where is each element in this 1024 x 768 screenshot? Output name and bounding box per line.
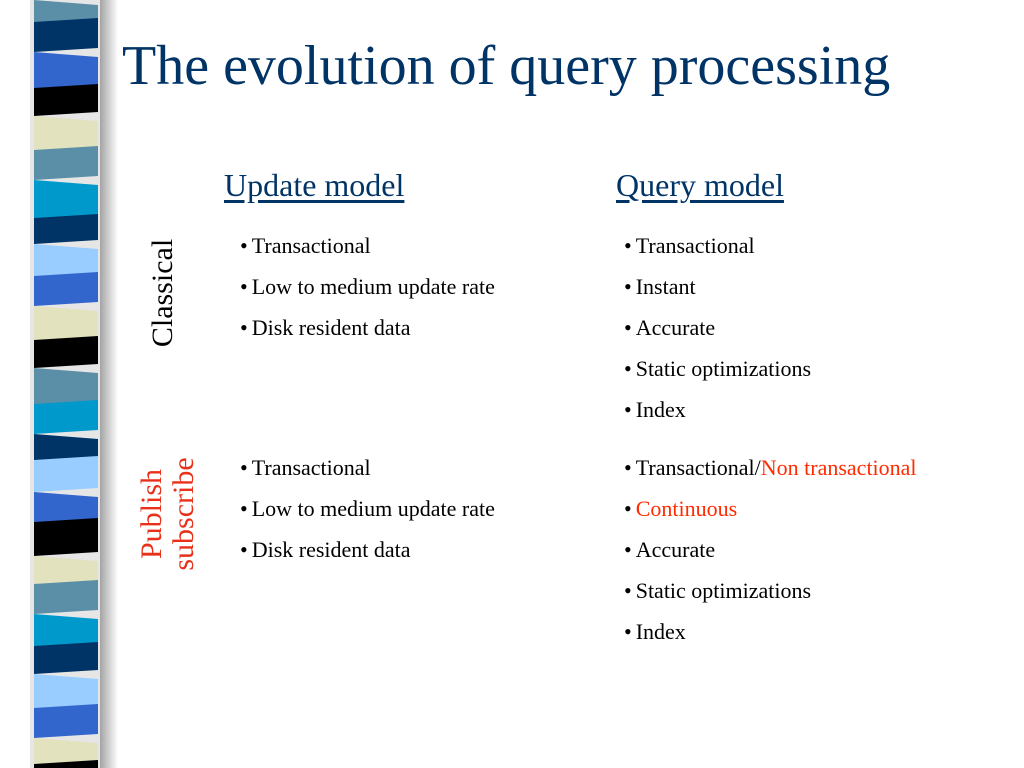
stripe-segment bbox=[34, 146, 98, 180]
classical-row-label: Classical bbox=[146, 238, 179, 348]
stripe-segment bbox=[34, 116, 98, 155]
stripe-segment bbox=[34, 272, 98, 306]
list-item: •Accurate bbox=[624, 537, 716, 562]
stripe-segment bbox=[34, 738, 98, 768]
publish-subscribe-row-label: Publish subscribe bbox=[123, 414, 213, 614]
stripe-pattern bbox=[34, 0, 98, 768]
stripe-segment bbox=[34, 556, 98, 589]
pubsub-query-list: •Transactional/Non transactional •Contin… bbox=[624, 447, 917, 652]
stripe-segment bbox=[34, 214, 98, 244]
list-item: •Transactional bbox=[240, 455, 371, 480]
stripe-segment bbox=[34, 400, 98, 434]
query-model-header: Query model bbox=[616, 167, 784, 203]
list-item: •Low to medium update rate bbox=[240, 274, 495, 299]
stripe-segment bbox=[34, 518, 98, 556]
list-item: •Transactional bbox=[624, 233, 755, 258]
stripe-segment bbox=[34, 306, 98, 345]
stripe-segment bbox=[34, 456, 98, 492]
list-item: •Static optimizations bbox=[624, 356, 812, 381]
stripe-segment bbox=[34, 180, 98, 223]
list-item: •Accurate bbox=[624, 315, 716, 340]
list-item: •Transactional bbox=[240, 233, 371, 258]
stripe-segment bbox=[34, 704, 98, 738]
highlighted-text: Continuous bbox=[635, 496, 738, 521]
stripe-segment bbox=[34, 244, 98, 281]
list-item: •Static optimizations bbox=[624, 578, 812, 603]
highlighted-text: Non transactional bbox=[760, 455, 917, 480]
stripe-shadow bbox=[98, 0, 118, 768]
stripe-segment bbox=[34, 18, 98, 52]
stripe-segment bbox=[34, 642, 98, 674]
stripe-segment bbox=[34, 760, 98, 768]
stripe-segment bbox=[34, 580, 98, 614]
list-item: •Index bbox=[624, 619, 686, 644]
stripe-segment bbox=[34, 84, 98, 116]
pubsub-label-line2: subscribe bbox=[167, 457, 200, 571]
list-item: •Instant bbox=[624, 274, 696, 299]
list-item: •Index bbox=[624, 397, 686, 422]
list-item: •Low to medium update rate bbox=[240, 496, 495, 521]
stripe-segment bbox=[34, 368, 98, 409]
list-item: •Continuous bbox=[624, 496, 738, 521]
stripe-segment bbox=[34, 336, 98, 368]
update-model-header: Update model bbox=[224, 167, 405, 203]
slide-title: The evolution of query processing bbox=[122, 35, 891, 97]
classical-update-list: •Transactional •Low to medium update rat… bbox=[240, 225, 495, 348]
stripe-segment bbox=[34, 52, 98, 93]
list-item: •Disk resident data bbox=[240, 315, 411, 340]
stripe-segment bbox=[34, 674, 98, 713]
list-item: •Transactional/Non transactional bbox=[624, 455, 917, 480]
classical-query-list: •Transactional •Instant •Accurate •Stati… bbox=[624, 225, 811, 430]
list-item: •Disk resident data bbox=[240, 537, 411, 562]
pubsub-update-list: •Transactional •Low to medium update rat… bbox=[240, 447, 495, 570]
stripe-segment bbox=[34, 614, 98, 651]
stripe-segment bbox=[34, 492, 98, 527]
pubsub-label-line1: Publish bbox=[135, 468, 168, 560]
